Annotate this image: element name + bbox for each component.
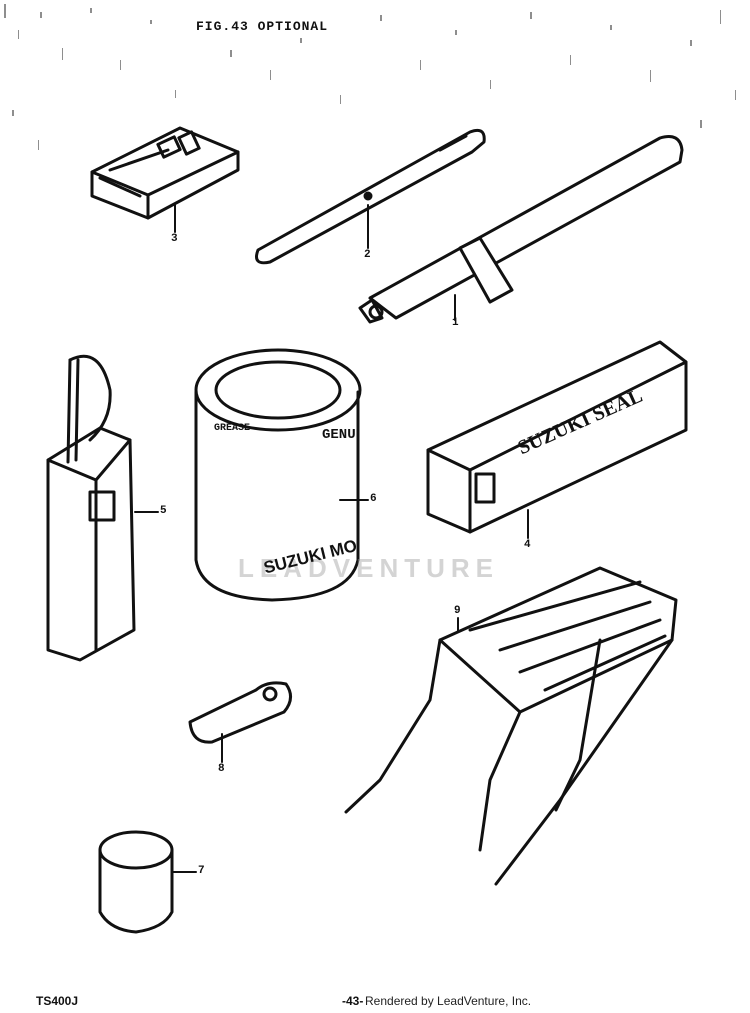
rear-carrier-part: [344, 566, 678, 886]
callout-7: 7: [198, 865, 205, 877]
tool-pouch-part: [90, 126, 240, 233]
render-credit: Rendered by LeadVenture, Inc.: [365, 994, 532, 1008]
tire-lever-part: [255, 128, 486, 265]
callout-2: 2: [364, 249, 371, 261]
seal-box-part: [426, 340, 688, 539]
scan-noise: [4, 4, 736, 150]
oil-can-part: [46, 354, 159, 662]
tire-pump-part: [358, 135, 684, 324]
callout-6: 6: [370, 493, 377, 505]
key-part: [188, 681, 292, 763]
callout-3: 3: [171, 233, 178, 245]
callout-4: 4: [524, 539, 531, 551]
callout-5: 5: [160, 505, 167, 517]
figure-title: FIG.43 OPTIONAL: [196, 19, 329, 34]
grease-tin-side-label: GENU: [322, 427, 356, 443]
callout-1: 1: [452, 317, 459, 329]
callout-9: 9: [454, 605, 461, 617]
grease-tin-line-label: GREASE: [214, 423, 251, 434]
model-code: TS400J: [36, 994, 79, 1008]
callout-8: 8: [218, 763, 225, 775]
small-tin-part: [98, 830, 197, 934]
page-number: -43-: [342, 994, 364, 1008]
grease-tin-part: [194, 348, 369, 602]
watermark-text: LEADVENTURE: [238, 553, 500, 583]
